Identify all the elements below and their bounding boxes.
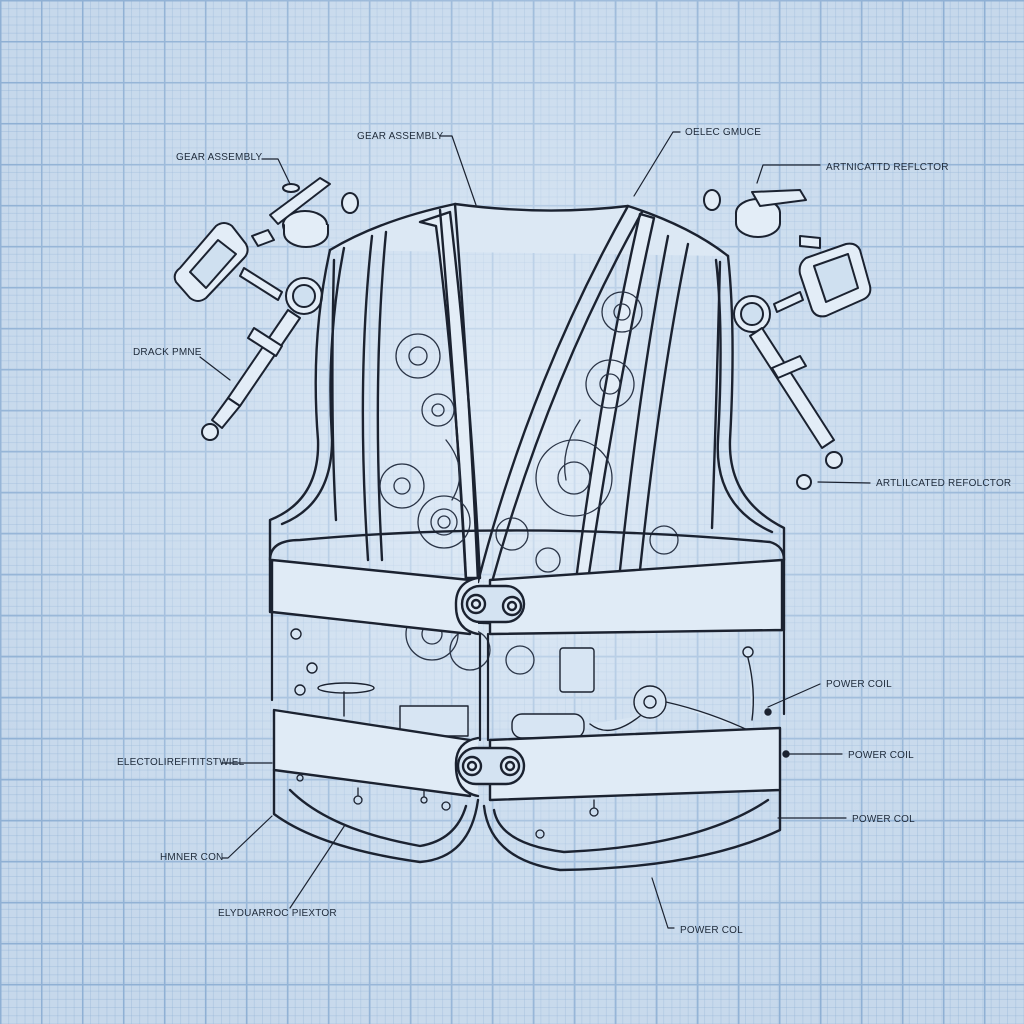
leader-lines (199, 131, 871, 929)
upper-belt (268, 529, 786, 636)
label-oelec-gmuce: OELEC GMUCE (685, 127, 762, 138)
label-electolire: ELECTOLIREFITITSTWIEL (117, 757, 245, 768)
label-power-coil-1: POWER COIL (826, 679, 892, 690)
label-hmner-con: HMNER CON (160, 852, 224, 863)
right-articulated-arm (703, 189, 872, 490)
label-gear-assembly-top: GEAR ASSEMBLY (357, 131, 444, 142)
label-power-col-bottom: POWER COL (680, 925, 743, 936)
label-articulated-reflector-top: ARTNICATTD REFLCTOR (826, 162, 949, 173)
internal-gears (379, 291, 679, 675)
lower-belt (272, 708, 782, 802)
middle-section (270, 610, 786, 742)
label-power-coil-3: POWER COL (852, 814, 915, 825)
label-power-coil-2: POWER COIL (848, 750, 914, 761)
vest-body (268, 202, 786, 584)
bottom-hem (272, 708, 790, 872)
label-drack-pmne: DRACK PMNE (133, 347, 202, 358)
label-gear-assembly-left: GEAR ASSEMBLY (176, 152, 263, 163)
label-articulated-reflector-right: ARTLILCATED REFOLCTOR (876, 478, 1012, 489)
label-elyduarroc-piextor: ELYDUARROC PIEXTOR (218, 908, 337, 919)
left-articulated-arm (173, 177, 359, 441)
